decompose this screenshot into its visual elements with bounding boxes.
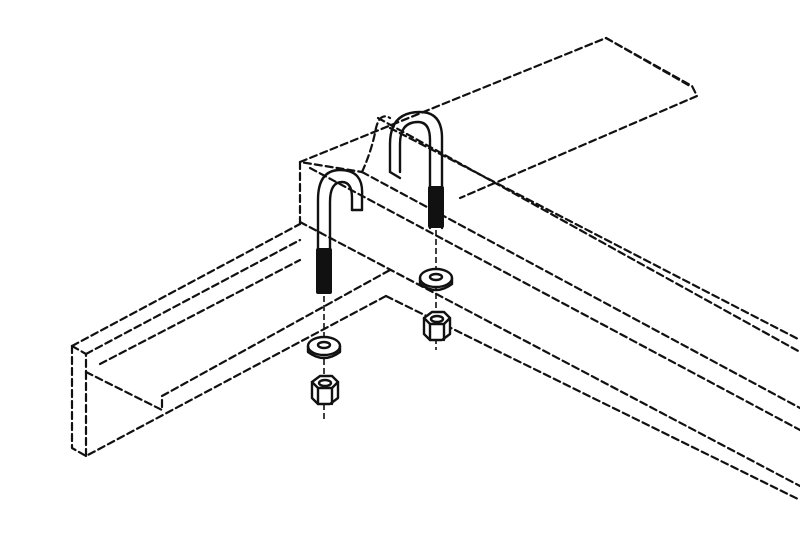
thread-right	[428, 186, 444, 228]
hex-nut-left	[310, 374, 340, 406]
angle-bracket	[70, 115, 800, 502]
flat-bar	[298, 36, 699, 200]
j-bolt-right	[388, 110, 444, 350]
washer-left	[306, 335, 342, 360]
hex-nut-right	[422, 310, 452, 342]
washer-right	[418, 267, 454, 292]
thread-left	[316, 248, 332, 294]
